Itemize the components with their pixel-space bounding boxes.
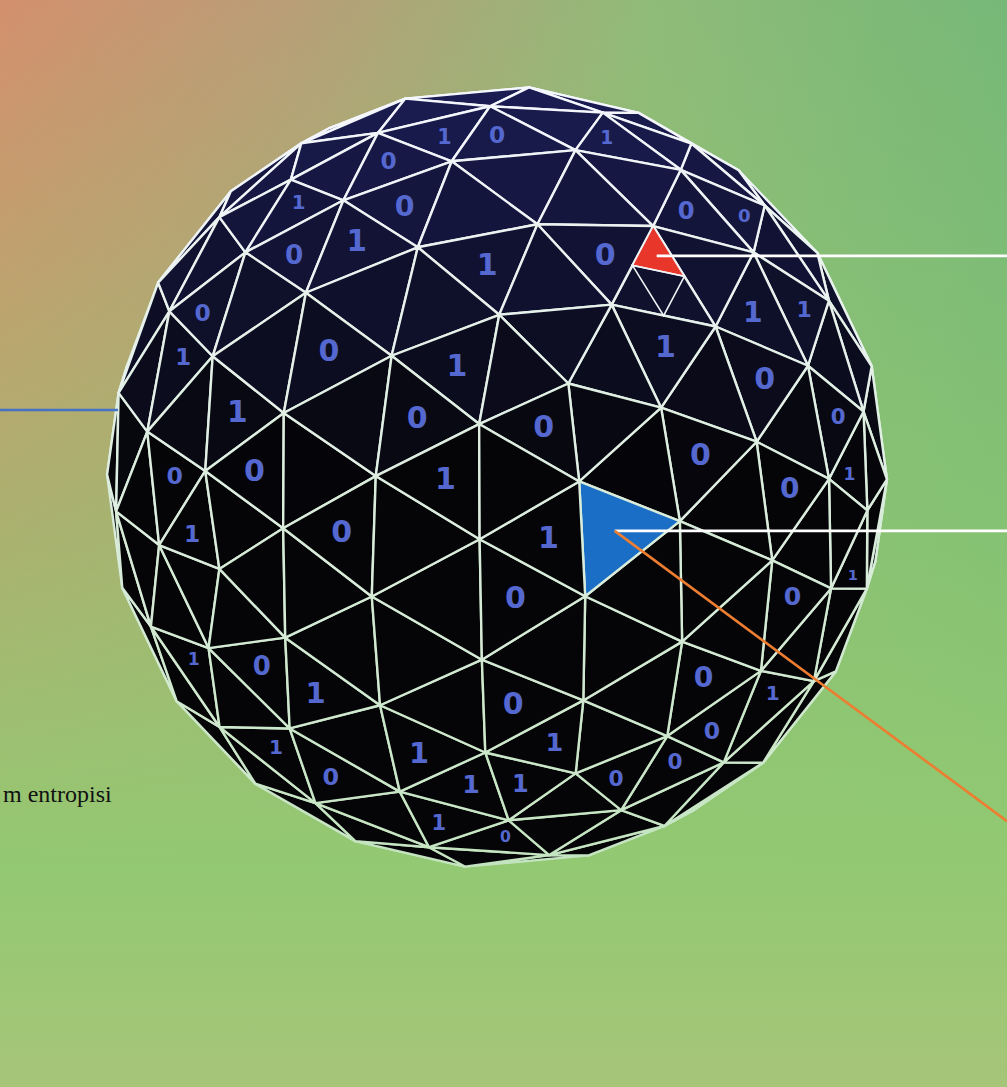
binary-digit: 0 [780,475,799,503]
binary-digit: 0 [608,768,623,790]
binary-digit: 1 [409,738,429,767]
binary-digit: 1 [347,227,367,256]
leader-line-white [615,530,1007,533]
binary-digit: 0 [690,440,711,470]
mesh-triangle [537,150,653,226]
binary-digit: 1 [538,523,559,553]
binary-digit: 0 [704,720,720,744]
binary-digit: 1 [600,128,613,147]
binary-digit: 1 [545,731,563,757]
mesh-triangle [284,356,392,476]
binary-digit: 0 [754,364,775,394]
binary-digit: 0 [738,207,751,225]
binary-digit: 1 [435,464,456,494]
mesh-triangle [479,424,579,539]
binary-digit: 0 [407,403,428,433]
leader-line-orange [615,531,1007,821]
binary-digit: 0 [694,664,714,692]
binary-digit: 0 [166,466,182,490]
mesh-triangle [147,356,212,471]
binary-digit: 1 [269,737,283,757]
binary-digit: 0 [244,456,265,486]
binary-digit: 1 [188,651,200,668]
binary-digit: 0 [505,583,526,613]
binary-digit: 0 [533,412,554,442]
binary-digit: 0 [595,240,616,270]
binary-digit: 1 [743,299,763,327]
mesh-triangle [680,521,772,641]
mesh-triangle [219,528,285,637]
binary-digit: 0 [678,199,695,223]
binary-digit: 1 [437,127,451,148]
binary-digit: 1 [184,523,200,546]
binary-digit: 0 [380,149,396,172]
highlight-triangle-red [632,226,684,316]
binary-digit: 1 [431,812,446,833]
mesh-triangle [579,481,680,596]
binary-digit: 0 [831,406,846,427]
mesh-triangle [568,384,661,482]
binary-digit: 0 [285,242,303,268]
binary-digit: 1 [797,299,812,321]
binary-digit: 1 [227,397,248,427]
binary-digit: 1 [844,466,856,483]
binary-digit: 1 [848,567,858,582]
mesh-triangle [205,413,284,528]
binary-digit: 1 [512,772,529,796]
sphere-mesh [107,87,887,866]
binary-digit: 1 [462,773,480,798]
binary-digit: 1 [292,193,306,213]
binary-digit: 0 [195,302,211,325]
binary-digit: 1 [655,332,676,362]
binary-digit: 0 [331,517,352,547]
red-triangle [632,226,684,276]
binary-digit: 1 [446,351,467,381]
partial-caption: m entropisi [3,782,112,806]
binary-digit: 0 [322,766,339,790]
mesh-triangle [283,476,376,596]
binary-digit: 0 [500,829,511,845]
mesh-triangle [499,224,611,314]
binary-digit: 1 [175,346,191,369]
binary-digit: 0 [784,584,802,609]
binary-digit: 0 [253,653,271,679]
binary-digit: 0 [489,123,505,146]
mesh-triangle [209,638,290,729]
binary-digit: 1 [766,683,780,703]
binary-digit: 0 [503,689,524,719]
mesh-triangle [376,424,480,539]
subdivision-lines [632,265,684,315]
leader-line-white [657,255,1007,258]
binary-digit: 1 [306,679,326,708]
leader-line-blue [0,409,118,412]
binary-digit: 0 [395,193,415,221]
binary-digit: 0 [668,752,683,774]
binary-digit: 1 [477,250,498,280]
binary-digit: 0 [319,336,340,366]
mesh-triangle [829,479,867,588]
